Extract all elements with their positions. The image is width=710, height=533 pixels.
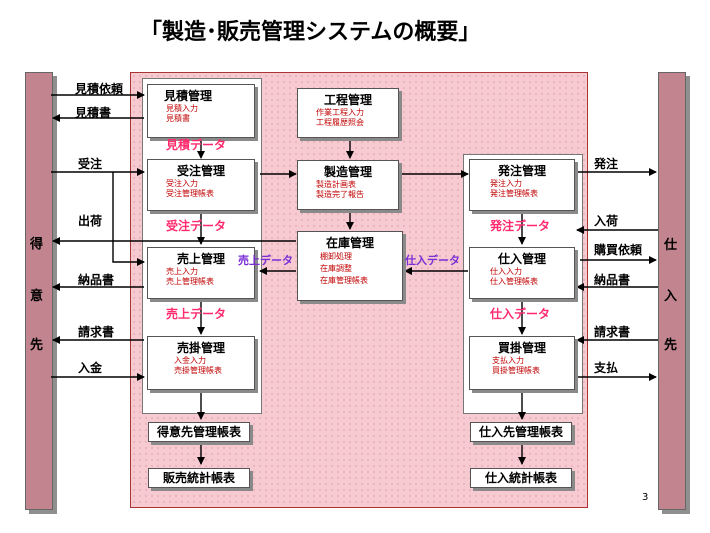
module-item: 製造計画表 (316, 180, 356, 189)
module-item: 支払入力 (492, 356, 524, 365)
purchasing-flow-label: 仕入データ (405, 254, 460, 267)
supplier-char: 先 (664, 338, 678, 353)
flow-label-order: 受注 (78, 157, 103, 171)
order-data-label: 受注データ (166, 219, 227, 233)
module-item: 入金入力 (174, 356, 206, 365)
module-item: 工程履歴照会 (316, 118, 364, 127)
purchasing-data-label: 仕入データ (490, 307, 551, 321)
sales-flow-label: 売上データ (238, 254, 293, 267)
purchase-order-data-label: 発注データ (490, 219, 551, 233)
module-item: 発注入力 (490, 179, 522, 188)
inventory-management-module: 在庫管理 棚卸処理 在庫調整 在庫管理帳表 (297, 231, 403, 301)
page-number: 3 (642, 492, 649, 503)
sales-data-label: 売上データ (166, 307, 227, 321)
flow-label-payment: 支払 (594, 361, 619, 375)
payables-management-module: 買掛管理 支払入力 買掛管理帳表 (469, 336, 575, 390)
customer-bar (25, 72, 53, 510)
purchase-statistics-report: 仕入統計帳表 (470, 468, 572, 488)
flow-label-invoice: 請求書 (594, 325, 631, 339)
module-item: 製造完了報告 (316, 190, 364, 199)
customer-char: 先 (30, 338, 44, 353)
flow-label-invoice: 請求書 (78, 325, 115, 339)
module-title: 買掛管理 (497, 341, 546, 355)
module-item: 受注管理帳表 (166, 189, 214, 198)
module-title: 発注管理 (497, 164, 546, 178)
customer-char: 意 (30, 289, 44, 304)
module-item: 売上入力 (166, 267, 198, 276)
module-item: 仕入入力 (490, 267, 522, 276)
module-item: 見積書 (166, 114, 190, 123)
estimate-management-module: 見積管理 見積入力 見積書 (147, 84, 255, 138)
module-title: 見積管理 (164, 89, 213, 103)
customer-report: 得意先管理帳表 (148, 422, 250, 442)
module-item: 見積入力 (166, 104, 198, 113)
flow-label-delivery-slip: 納品書 (78, 273, 115, 287)
module-item: 受注入力 (166, 179, 198, 188)
module-title: 在庫管理 (325, 236, 374, 250)
module-item: 在庫調整 (320, 264, 352, 273)
purchasing-management-module: 仕入管理 仕入入力 仕入管理帳表 (469, 247, 575, 299)
customer-char: 得 (30, 237, 44, 252)
supplier-report: 仕入先管理帳表 (470, 422, 572, 442)
module-title: 売掛管理 (176, 341, 225, 355)
flow-label-estimate-request: 見積依頼 (75, 82, 124, 96)
module-title: 製造管理 (323, 165, 372, 179)
module-item: 売掛管理帳表 (174, 366, 222, 375)
supplier-char: 仕 (664, 238, 678, 253)
flow-label-arrival: 入荷 (594, 214, 619, 228)
order-management-module: 受注管理 受注入力 受注管理帳表 (147, 159, 255, 211)
process-management-module: 工程管理 作業工程入力 工程履歴照会 (297, 88, 399, 138)
module-title: 工程管理 (323, 93, 372, 107)
module-title: 仕入管理 (497, 252, 546, 266)
module-title: 売上管理 (176, 252, 225, 266)
receivables-management-module: 売掛管理 入金入力 売掛管理帳表 (147, 336, 255, 390)
module-item: 売上管理帳表 (166, 277, 214, 286)
module-title: 受注管理 (176, 164, 225, 178)
flow-label-shipment: 出荷 (78, 214, 103, 228)
supplier-bar (658, 72, 686, 510)
sales-management-module: 売上管理 売上入力 売上管理帳表 (147, 247, 255, 299)
module-item: 棚卸処理 (320, 252, 352, 261)
flow-label-payment-received: 入金 (78, 361, 103, 375)
supplier-char: 入 (664, 289, 678, 304)
module-item: 在庫管理帳表 (320, 276, 368, 285)
module-item: 買掛管理帳表 (492, 366, 540, 375)
page-title: 「製造･販売管理システムの概要」 (140, 20, 481, 45)
flow-label-purchase-request: 購買依頼 (594, 243, 643, 257)
flow-label-purchase-order: 発注 (594, 157, 619, 171)
flow-label-estimate: 見積書 (75, 106, 112, 120)
module-item: 仕入管理帳表 (490, 277, 538, 286)
module-item: 作業工程入力 (316, 108, 364, 117)
sales-statistics-report: 販売統計帳表 (148, 468, 250, 488)
estimate-data-label: 見積データ (166, 138, 227, 152)
purchase-order-management-module: 発注管理 発注入力 発注管理帳表 (469, 159, 575, 211)
flow-label-delivery-slip: 納品書 (594, 273, 631, 287)
module-item: 発注管理帳表 (490, 189, 538, 198)
manufacturing-management-module: 製造管理 製造計画表 製造完了報告 (297, 160, 399, 210)
